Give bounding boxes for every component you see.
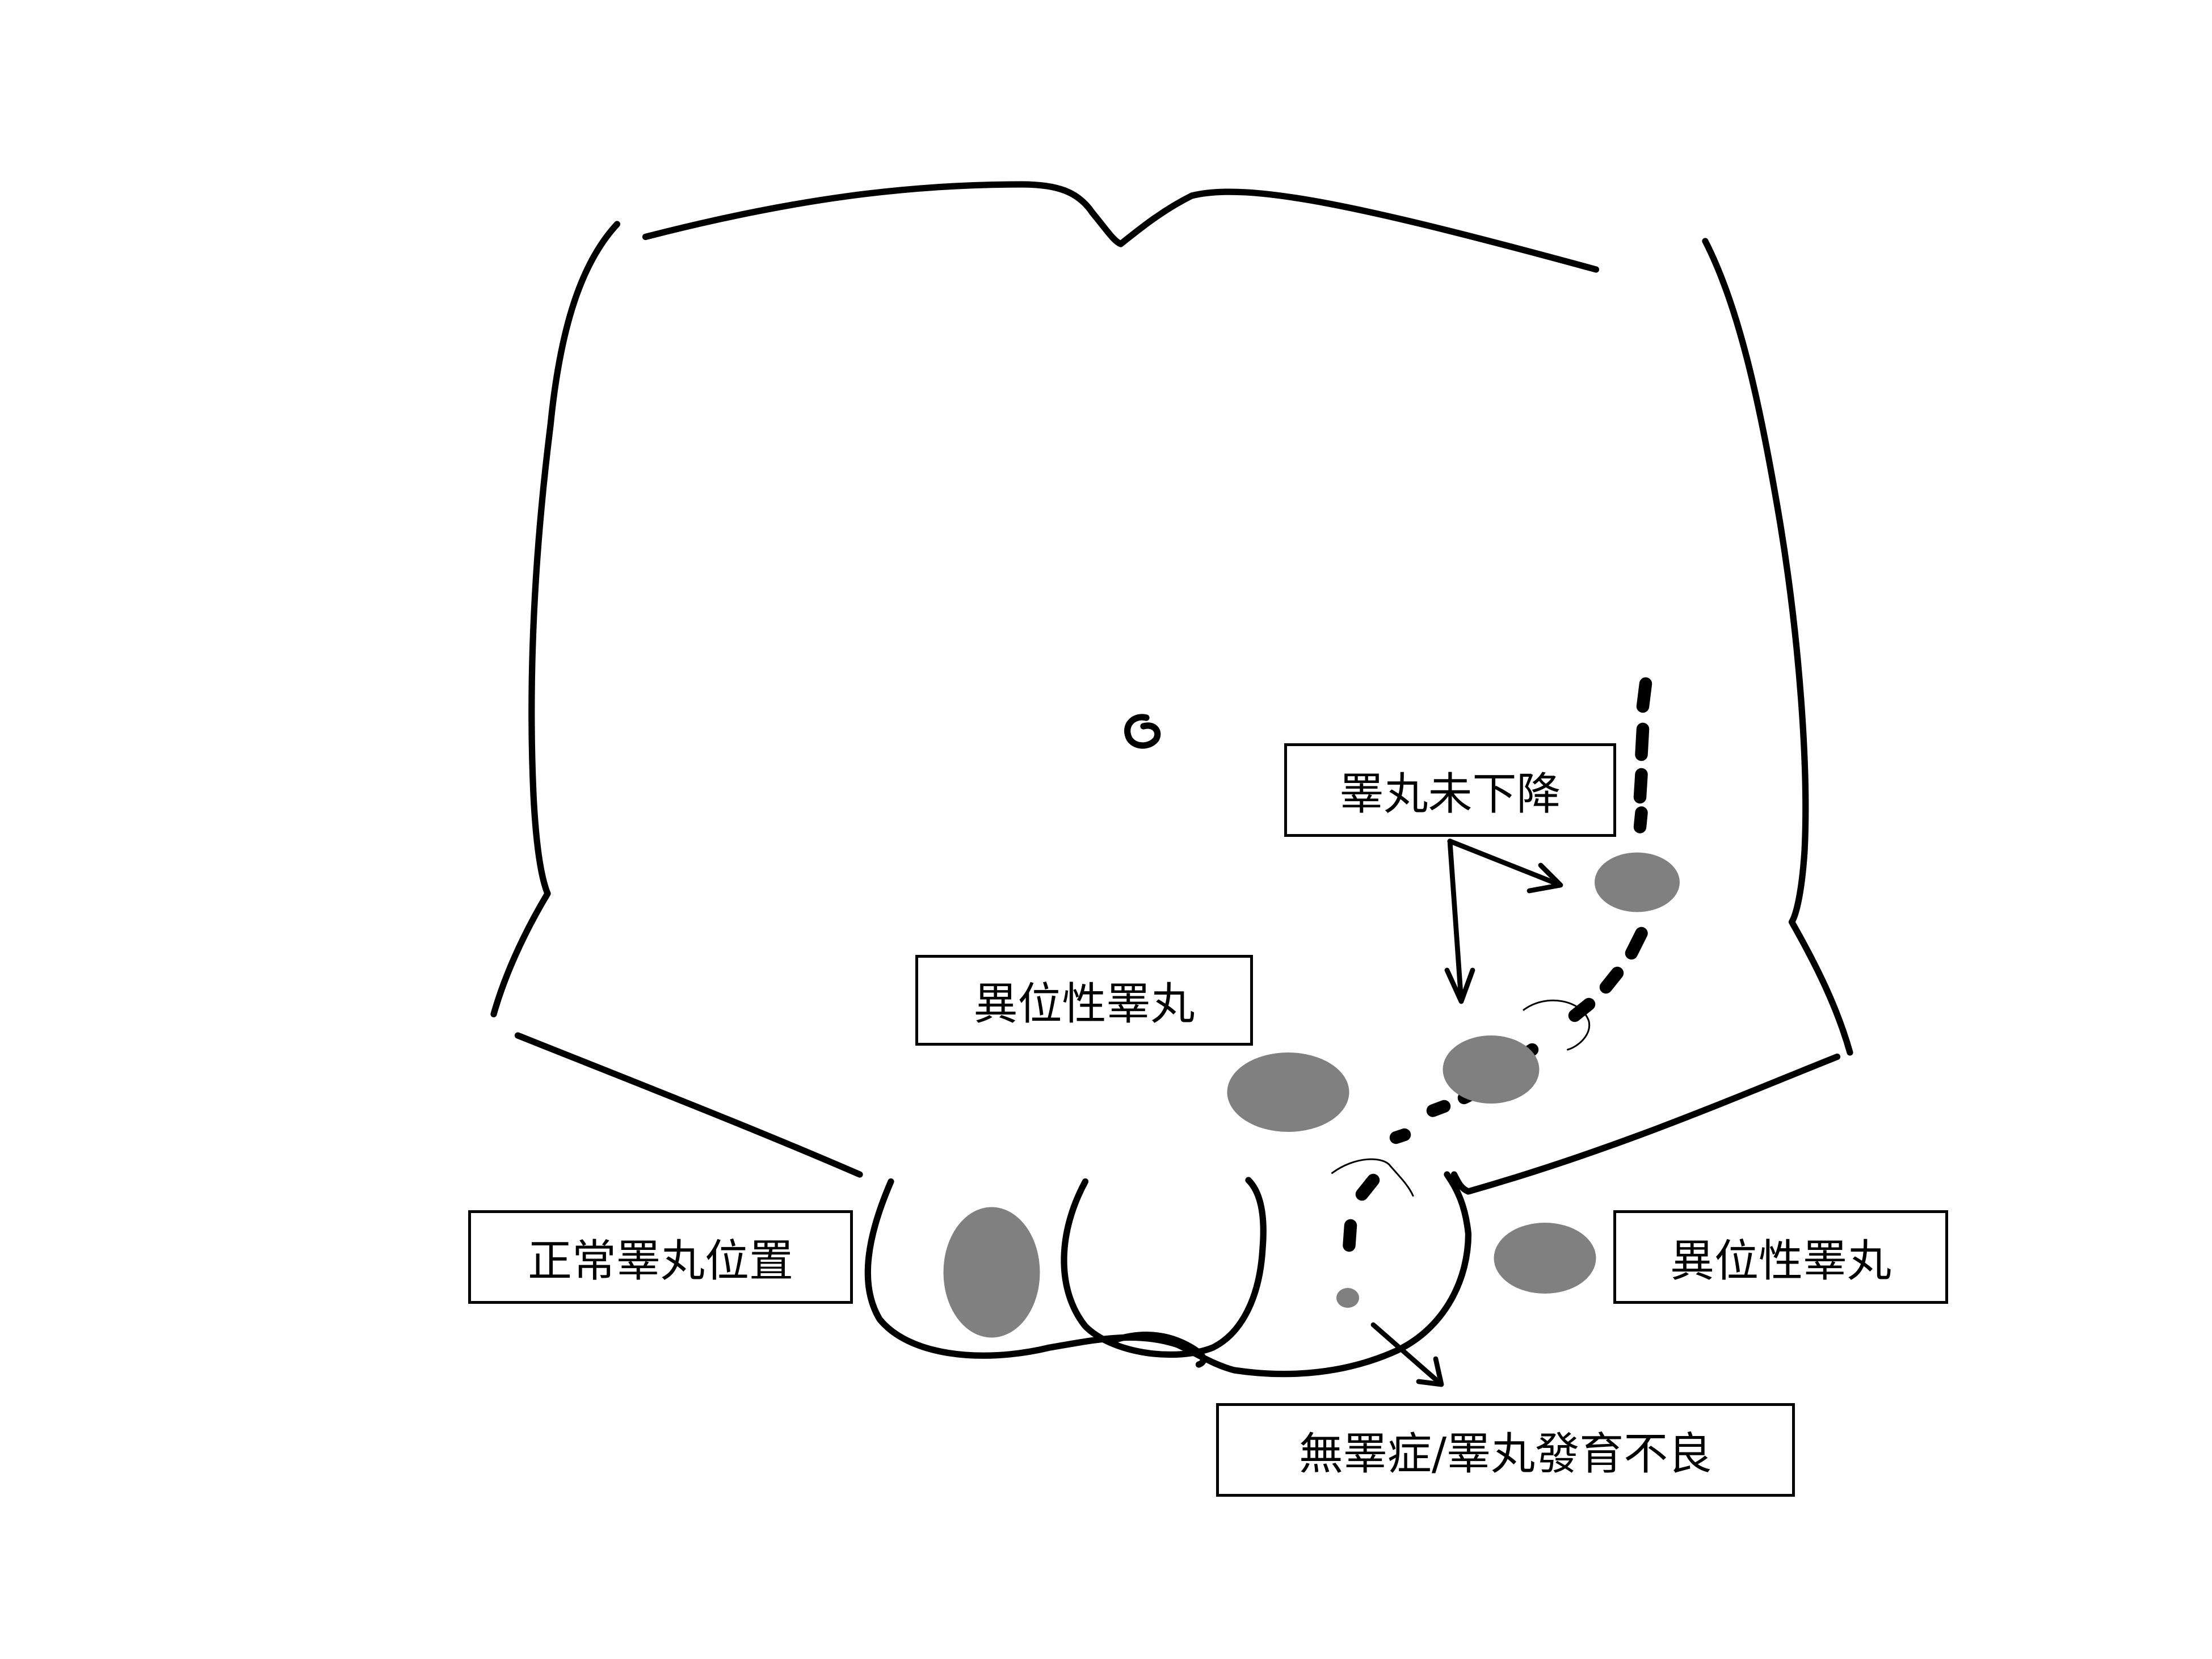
- label-anorchia: 無睪症/睪丸發育不良: [1216, 1403, 1795, 1497]
- label-ectopic-testis-upper: 異位性睪丸: [915, 955, 1253, 1046]
- testes: [943, 852, 1680, 1338]
- navel: [1124, 714, 1161, 749]
- testis-undescended-high: [1595, 852, 1680, 912]
- arrow-to-high: [1447, 839, 1563, 894]
- torso-outline: [490, 181, 1853, 1195]
- testis-ectopic-right: [1494, 1223, 1596, 1294]
- label-undescended-testis: 睪丸未下降: [1284, 743, 1616, 837]
- testis-undescended-inguinal: [1443, 1035, 1540, 1104]
- testis-ectopic-abdominal: [1227, 1052, 1349, 1132]
- arrows: [1370, 839, 1563, 1387]
- testis-atrophic: [1336, 1288, 1359, 1308]
- scrotum-outline: [864, 1171, 1472, 1378]
- arrow-to-atrophic: [1370, 1322, 1444, 1387]
- testis-normal: [943, 1207, 1040, 1338]
- arrow-to-inguinal: [1444, 839, 1475, 1004]
- label-ectopic-testis-right: 異位性睪丸: [1613, 1210, 1948, 1304]
- label-normal-testis-position: 正常睪丸位置: [468, 1210, 853, 1304]
